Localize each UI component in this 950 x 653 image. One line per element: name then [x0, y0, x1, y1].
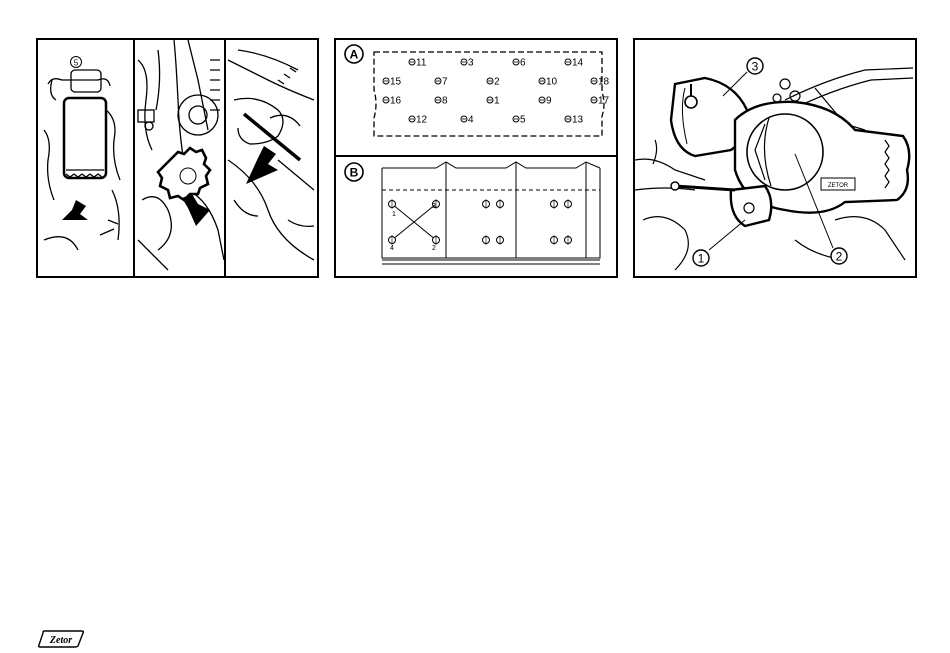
svg-text:8: 8 — [442, 96, 448, 107]
svg-text:12: 12 — [416, 115, 428, 126]
bolt-8: 8 — [435, 96, 448, 107]
svg-text:B: B — [350, 166, 359, 180]
bolt-16: 16 — [383, 96, 402, 107]
svg-text:10: 10 — [546, 77, 558, 88]
stud-holes — [389, 199, 572, 245]
svg-text:14: 14 — [572, 58, 584, 69]
svg-text:13: 13 — [572, 115, 584, 126]
svg-text:11: 11 — [416, 58, 427, 69]
bolt-6: 6 — [513, 58, 526, 69]
bolt-12: 12 — [409, 115, 428, 126]
svg-text:6: 6 — [520, 58, 526, 69]
arrow-icon — [62, 200, 88, 220]
svg-text:18: 18 — [598, 77, 610, 88]
svg-text:2: 2 — [836, 250, 843, 264]
figure-oil-filter-drawing: 5 — [38, 40, 317, 276]
bolt-1: 1 — [487, 96, 500, 107]
pump-plate: ZETOR — [828, 183, 849, 189]
svg-text:1: 1 — [698, 252, 705, 266]
bolt-15: 15 — [383, 77, 402, 88]
mark-2: 2 — [432, 245, 436, 252]
bolt-11: 11 — [409, 58, 427, 69]
svg-text:9: 9 — [546, 96, 552, 107]
svg-text:1: 1 — [494, 96, 500, 107]
bolt-sequence: 11 3 6 14 15 7 2 10 18 16 8 1 9 17 12 4 5 13 — [383, 58, 610, 126]
callout-1: 1 — [693, 250, 709, 266]
svg-text:3: 3 — [752, 60, 759, 74]
callout-2: 2 — [831, 248, 847, 264]
svg-text:15: 15 — [390, 77, 402, 88]
bolt-9: 9 — [539, 96, 552, 107]
figure-pump-assembly-drawing: ZETOR 3 1 2 — [635, 40, 915, 276]
cylinder-block-top — [382, 162, 600, 264]
bolt-14: 14 — [565, 58, 584, 69]
figure-oil-filter-panel: 5 — [36, 38, 319, 278]
svg-text:17: 17 — [598, 96, 610, 107]
figure-cylinder-head-panel: A 11 3 6 14 15 7 2 10 18 16 8 1 9 17 12 4 5 13 B 1 3 4 2 — [334, 38, 618, 278]
callout-5: 5 — [71, 57, 82, 68]
oil-filler-cap — [158, 148, 210, 200]
mark-3: 3 — [432, 203, 436, 210]
svg-text:2: 2 — [494, 77, 500, 88]
bolt-10: 10 — [539, 77, 558, 88]
bolt-3: 3 — [461, 58, 474, 69]
bolt-17: 17 — [591, 96, 610, 107]
callout-3: 3 — [747, 58, 763, 74]
bolt-18: 18 — [591, 77, 610, 88]
bolt-13: 13 — [565, 115, 584, 126]
mark-4: 4 — [390, 245, 394, 252]
leader-line-1 — [709, 220, 745, 250]
svg-text:5: 5 — [74, 59, 79, 68]
figure-pump-assembly-panel: ZETOR 3 1 2 — [633, 38, 917, 278]
svg-text:A: A — [350, 48, 359, 62]
section-b-label: B — [345, 163, 363, 181]
svg-text:5: 5 — [520, 115, 526, 126]
bolt-7: 7 — [435, 77, 448, 88]
oil-filter-canister — [44, 70, 120, 250]
svg-text:Zetor: Zetor — [49, 635, 72, 646]
arrow-icon — [246, 146, 278, 184]
bolt-4: 4 — [461, 115, 474, 126]
figure-cylinder-head-drawing: A 11 3 6 14 15 7 2 10 18 16 8 1 9 17 12 4 5 13 B 1 3 4 2 — [336, 40, 616, 276]
svg-text:3: 3 — [468, 58, 474, 69]
zetor-logo: Zetor — [38, 630, 84, 648]
arrow-icon — [182, 194, 210, 226]
svg-text:7: 7 — [442, 77, 448, 88]
mark-1: 1 — [392, 211, 396, 218]
section-a-label: A — [345, 45, 363, 63]
bolt-5: 5 — [513, 115, 526, 126]
svg-text:16: 16 — [390, 96, 402, 107]
svg-text:4: 4 — [468, 115, 474, 126]
bolt-2: 2 — [487, 77, 500, 88]
